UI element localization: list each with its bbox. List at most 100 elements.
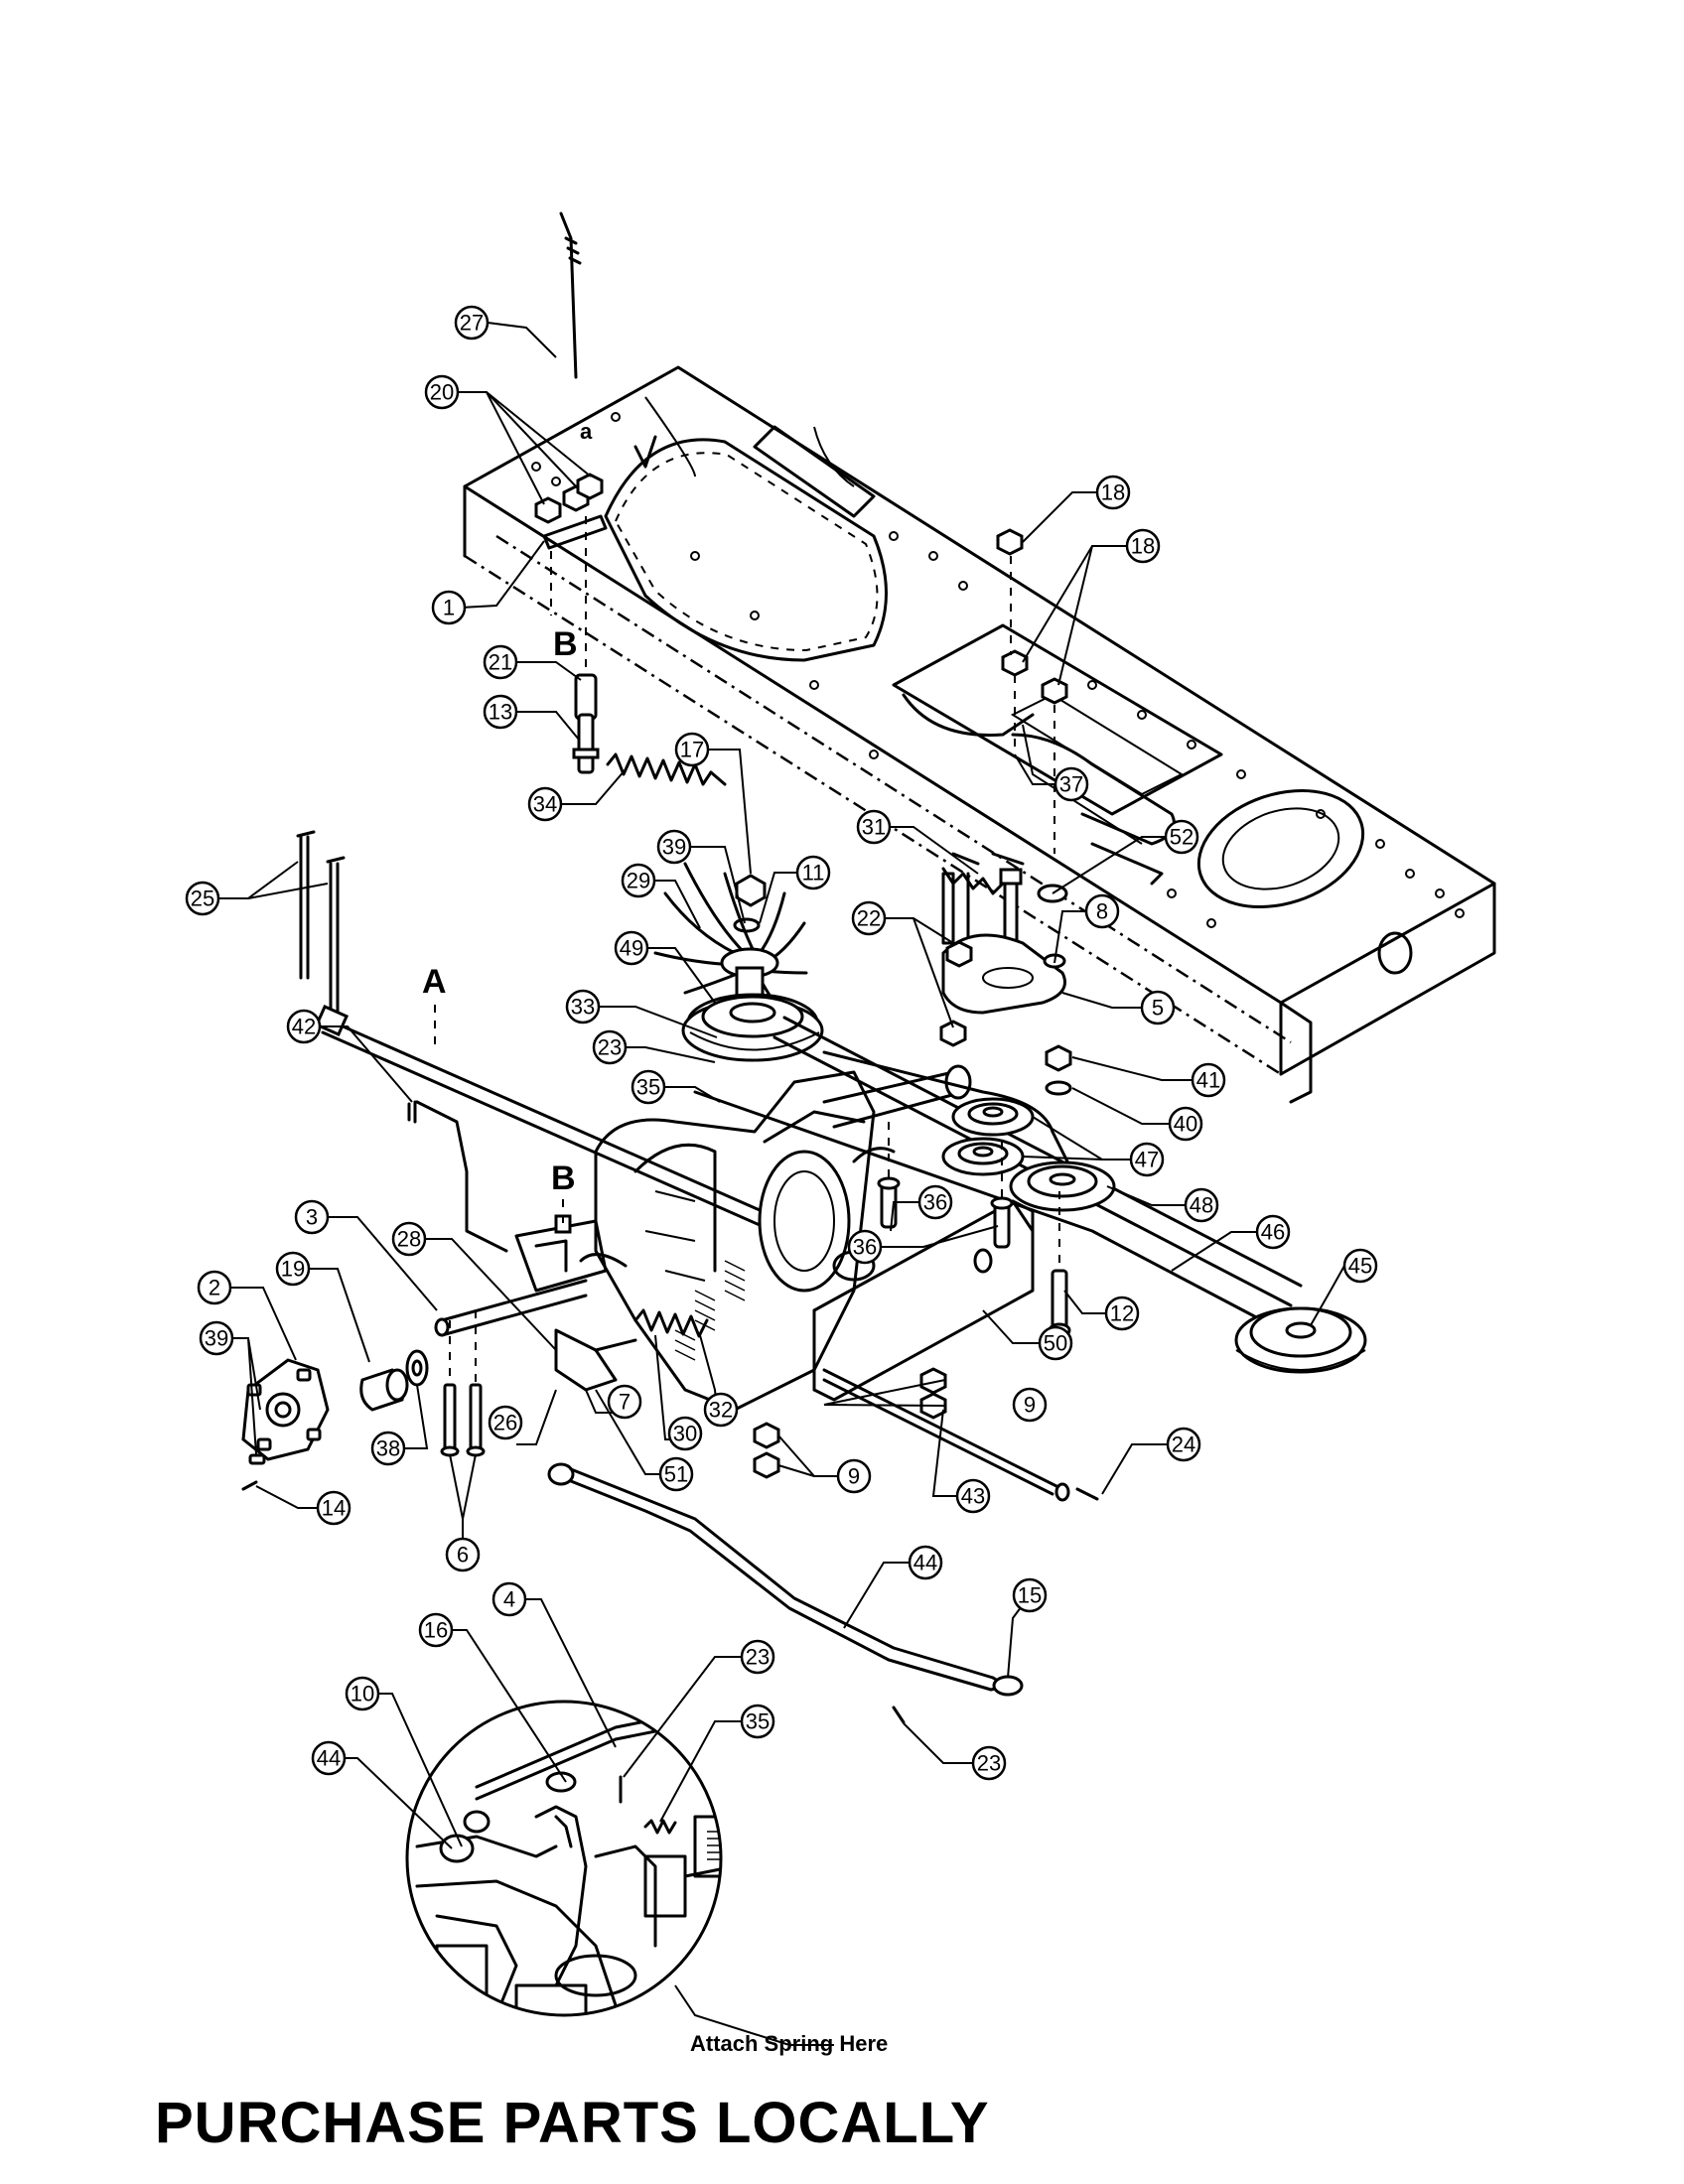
svg-text:51: 51: [664, 1462, 688, 1487]
callout-4: 4: [491, 1581, 527, 1617]
callout-31: 31: [856, 809, 892, 845]
callout-21: 21: [483, 644, 518, 680]
callout-10: 10: [345, 1676, 380, 1711]
svg-text:40: 40: [1174, 1112, 1197, 1137]
callout-33: 33: [565, 989, 601, 1024]
callout-44-rod: 44: [908, 1545, 943, 1580]
svg-text:1: 1: [443, 596, 455, 620]
svg-text:45: 45: [1348, 1254, 1372, 1279]
callout-48: 48: [1184, 1187, 1219, 1223]
callout-50: 50: [1038, 1325, 1073, 1361]
svg-text:18: 18: [1101, 480, 1125, 505]
callout-39-left: 39: [199, 1320, 234, 1356]
svg-text:46: 46: [1261, 1220, 1285, 1245]
callout-32: 32: [703, 1392, 739, 1428]
callout-1: 1: [431, 590, 467, 625]
callout-44-inset: 44: [311, 1740, 347, 1776]
callouts: 27 20 1 21 13 34 17 39 11 29 49 33 23 35…: [185, 305, 1378, 1781]
svg-text:19: 19: [281, 1257, 305, 1282]
svg-text:17: 17: [680, 738, 704, 762]
svg-text:44: 44: [913, 1551, 937, 1575]
callout-39-top: 39: [656, 829, 692, 865]
callout-9-left: 9: [836, 1458, 872, 1494]
svg-text:12: 12: [1110, 1301, 1134, 1326]
purchase-parts-note: PURCHASE PARTS LOCALLY: [155, 2091, 990, 2155]
detail-inset: [405, 1700, 723, 2017]
callout-15: 15: [1012, 1577, 1048, 1613]
callout-51: 51: [658, 1456, 694, 1492]
callout-41: 41: [1191, 1062, 1226, 1098]
svg-text:9: 9: [848, 1464, 860, 1489]
svg-text:13: 13: [489, 700, 512, 725]
callout-24: 24: [1166, 1427, 1201, 1462]
callout-49: 49: [614, 930, 649, 966]
svg-text:39: 39: [662, 835, 686, 860]
callout-23-inset: 23: [740, 1639, 775, 1675]
callout-18-top: 18: [1095, 475, 1131, 510]
svg-text:23: 23: [977, 1751, 1001, 1776]
callout-25: 25: [185, 881, 220, 916]
svg-text:25: 25: [191, 887, 214, 911]
callout-47: 47: [1129, 1142, 1165, 1177]
svg-text:10: 10: [351, 1682, 374, 1706]
callout-30: 30: [667, 1416, 703, 1451]
svg-text:47: 47: [1135, 1148, 1159, 1172]
svg-text:3: 3: [306, 1205, 318, 1230]
callout-52: 52: [1164, 819, 1199, 855]
callout-43: 43: [955, 1478, 991, 1514]
svg-text:20: 20: [430, 380, 454, 405]
callout-22: 22: [851, 900, 887, 936]
svg-text:8: 8: [1096, 899, 1108, 924]
callout-29: 29: [621, 863, 656, 898]
svg-text:5: 5: [1152, 996, 1164, 1021]
support-plate: [812, 1122, 1071, 1402]
svg-text:39: 39: [205, 1326, 228, 1351]
callout-40: 40: [1168, 1106, 1203, 1142]
nuts-and-rods: [753, 1367, 1099, 1502]
callout-45: 45: [1342, 1248, 1378, 1284]
svg-text:30: 30: [673, 1422, 697, 1446]
svg-text:43: 43: [961, 1484, 985, 1509]
long-shift-rod: [314, 1005, 786, 1253]
svg-text:9: 9: [1024, 1393, 1036, 1418]
callout-34: 34: [527, 786, 563, 822]
svg-text:23: 23: [598, 1035, 622, 1060]
callout-23-lower: 23: [971, 1745, 1007, 1781]
callout-7: 7: [607, 1384, 642, 1420]
svg-text:29: 29: [627, 869, 650, 893]
callout-19: 19: [275, 1251, 311, 1287]
svg-text:33: 33: [571, 995, 595, 1020]
fan-pulley-assembly: [653, 862, 824, 1062]
svg-text:31: 31: [862, 815, 886, 840]
callout-46: 46: [1255, 1214, 1291, 1250]
hub-parts: [241, 1349, 429, 1491]
svg-text:28: 28: [397, 1227, 421, 1252]
callout-36-right: 36: [917, 1184, 953, 1220]
svg-text:24: 24: [1172, 1433, 1195, 1457]
callout-26: 26: [488, 1405, 523, 1440]
callout-5: 5: [1140, 990, 1176, 1025]
callout-23-upper: 23: [592, 1029, 628, 1065]
svg-text:42: 42: [292, 1015, 316, 1039]
svg-text:34: 34: [533, 792, 557, 817]
svg-text:32: 32: [709, 1398, 733, 1423]
callout-12: 12: [1104, 1296, 1140, 1331]
svg-text:50: 50: [1044, 1331, 1067, 1356]
svg-text:16: 16: [424, 1618, 448, 1643]
svg-text:11: 11: [802, 861, 825, 886]
svg-text:37: 37: [1059, 772, 1083, 797]
svg-text:18: 18: [1131, 534, 1155, 559]
callout-13: 13: [483, 694, 518, 730]
svg-text:35: 35: [746, 1709, 770, 1734]
svg-text:2: 2: [209, 1276, 220, 1300]
svg-text:15: 15: [1018, 1583, 1042, 1608]
svg-text:23: 23: [746, 1645, 770, 1670]
letter-markers: a B A B: [422, 419, 593, 1231]
svg-text:48: 48: [1190, 1193, 1213, 1218]
svg-text:38: 38: [376, 1436, 400, 1461]
letter-b-lower: B: [551, 1160, 576, 1197]
svg-text:36: 36: [923, 1190, 947, 1215]
callout-6: 6: [445, 1537, 481, 1572]
svg-text:26: 26: [493, 1411, 517, 1435]
